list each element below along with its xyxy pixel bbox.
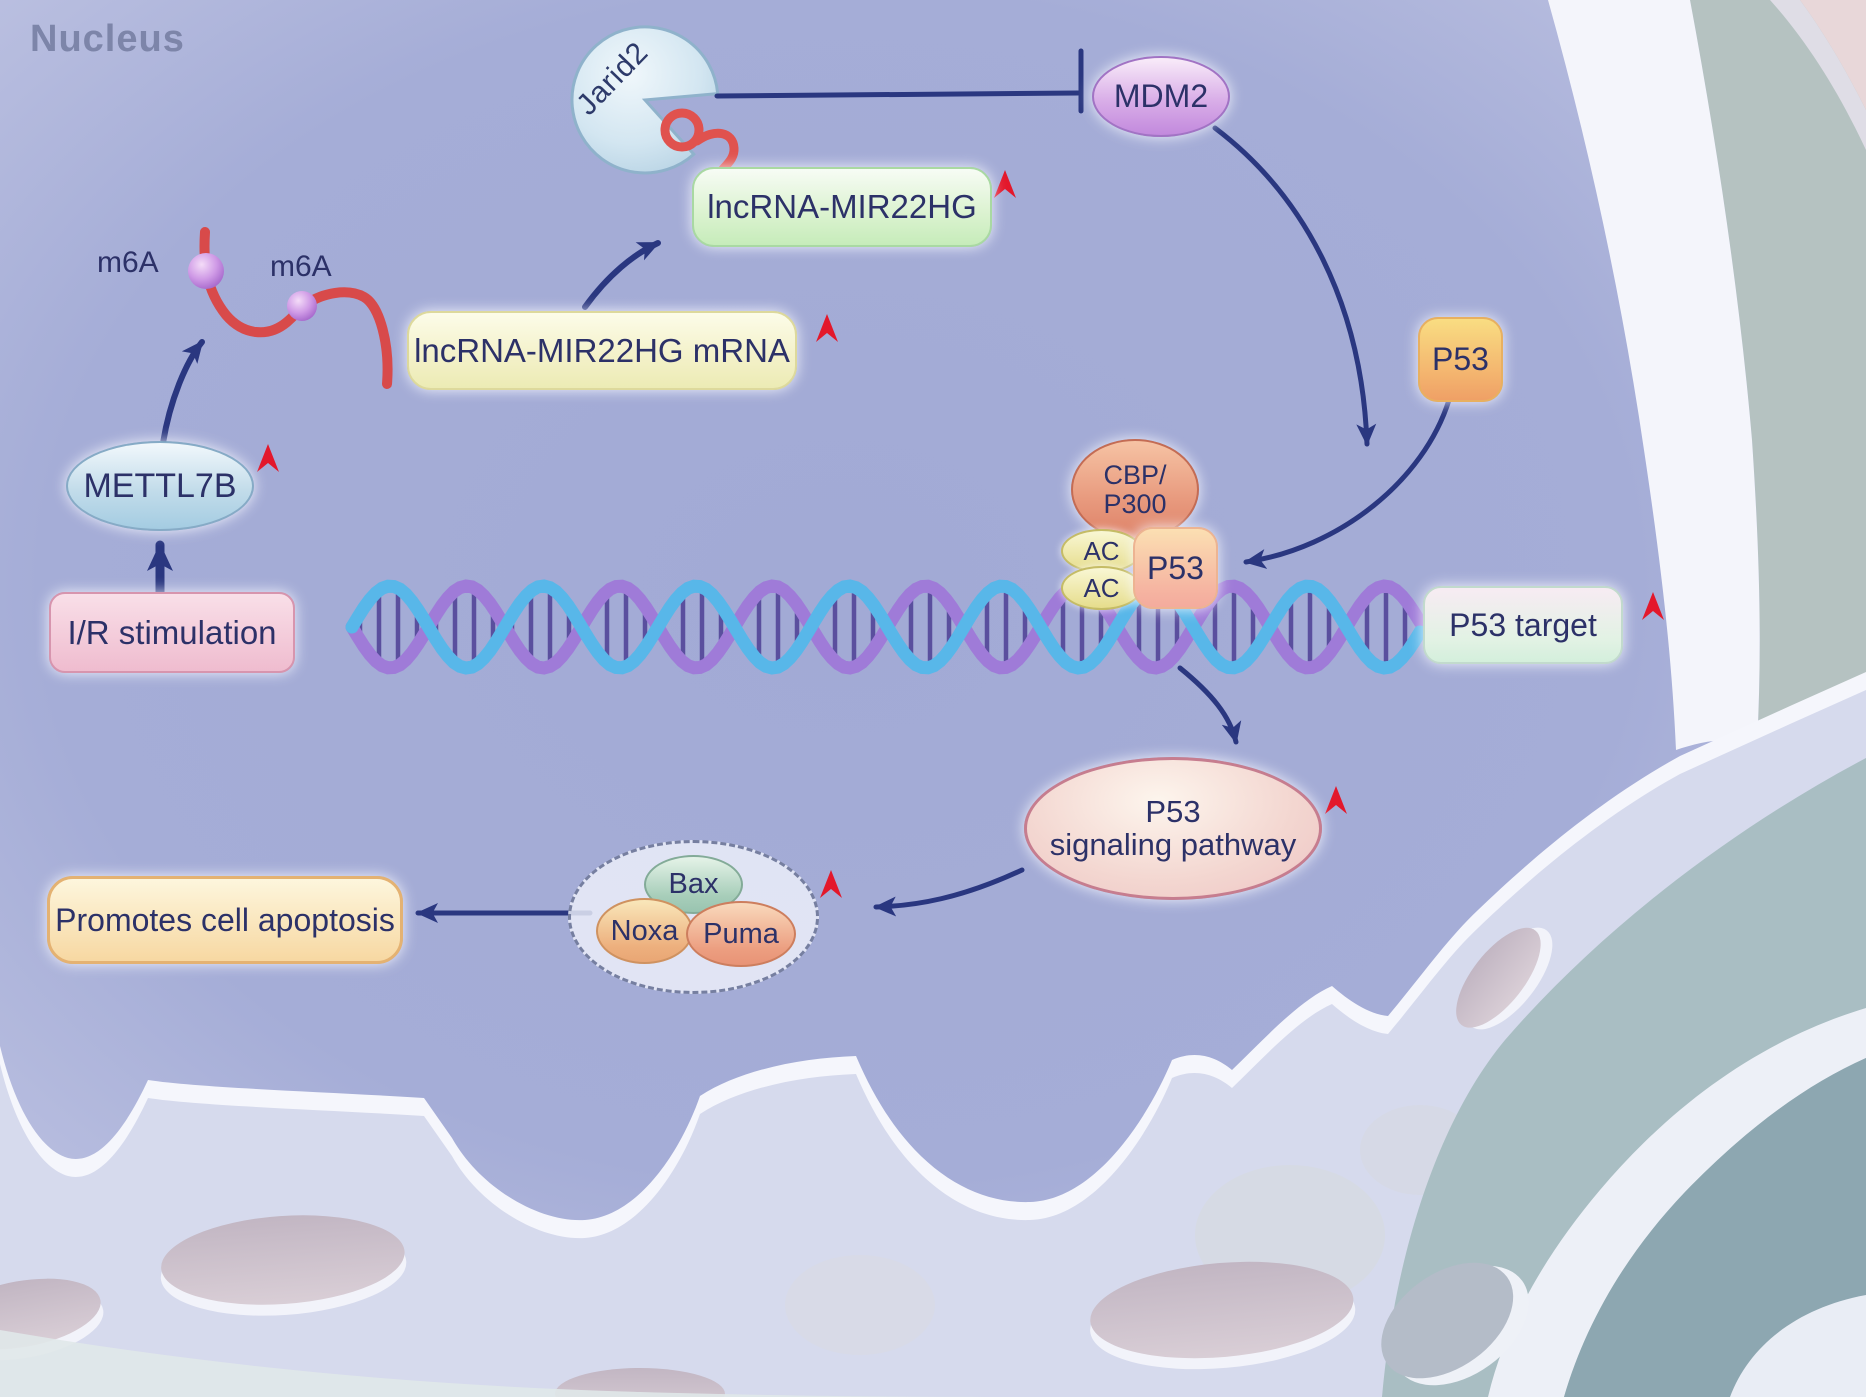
p53-dna-bound-node: P53 (1133, 527, 1218, 609)
arrow-p53-to-dna (1243, 397, 1452, 569)
dna-helix (345, 579, 1427, 675)
arrow-mrna-to-lncrna (582, 240, 661, 310)
noxa-node: Noxa (596, 898, 693, 964)
lncrna-mir22hg-node: lncRNA-MIR22HG (692, 167, 992, 247)
ir-stimulation-node: I/R stimulation (49, 592, 295, 673)
m6a-mark-icon (188, 253, 224, 289)
nuclear-envelope-right (1548, 0, 1866, 750)
nuclear-pore (1456, 927, 1553, 1030)
connectors (147, 48, 1452, 923)
nuclear-pore (1381, 1262, 1529, 1386)
arrow-dna-to-pathway (1177, 665, 1242, 745)
p53-target-node: P53 target (1423, 586, 1623, 664)
inhibition-tbar-jarid2-mdm2 (714, 90, 1081, 99)
nucleus-label: Nucleus (30, 18, 185, 60)
mettl7b-node: METTL7B (66, 441, 254, 531)
p53-free-node: P53 (1418, 317, 1503, 402)
rna-strand (188, 227, 393, 389)
ac-bottom-node: AC (1061, 566, 1142, 610)
ac-top-node: AC (1061, 529, 1142, 573)
nuclear-envelope-bottom (0, 672, 1866, 1397)
cbp-p300-node: CBP/ P300 (1071, 439, 1199, 540)
cbp-p300-line2: P300 (1103, 488, 1167, 519)
p53-pathway-line1: P53 (1145, 793, 1201, 829)
lncrna-mir22hg-mrna-node: lncRNA-MIR22HG mRNA (407, 311, 797, 390)
promotes-cell-apoptosis-node: Promotes cell apoptosis (47, 876, 403, 964)
nuclear-pore (1090, 1261, 1356, 1370)
jarid2-protein-shape (570, 25, 739, 201)
arrow-mdm2-down (1212, 125, 1377, 447)
arrow-mettl7b-to-rna (160, 339, 205, 446)
p53-signaling-pathway-node: P53 signaling pathway (1024, 757, 1322, 900)
m6a-label-left: m6A (97, 246, 159, 279)
arrow-pathway-to-bax (873, 867, 1025, 917)
mdm2-node: MDM2 (1092, 56, 1230, 137)
puma-node: Puma (686, 901, 796, 967)
p53-pathway-line2: signaling pathway (1049, 826, 1297, 862)
m6a-label-right: m6A (270, 250, 332, 283)
m6a-mark-icon (287, 291, 317, 321)
cbp-p300-line1: CBP/ (1103, 460, 1167, 491)
nuclear-pore (160, 1215, 407, 1316)
